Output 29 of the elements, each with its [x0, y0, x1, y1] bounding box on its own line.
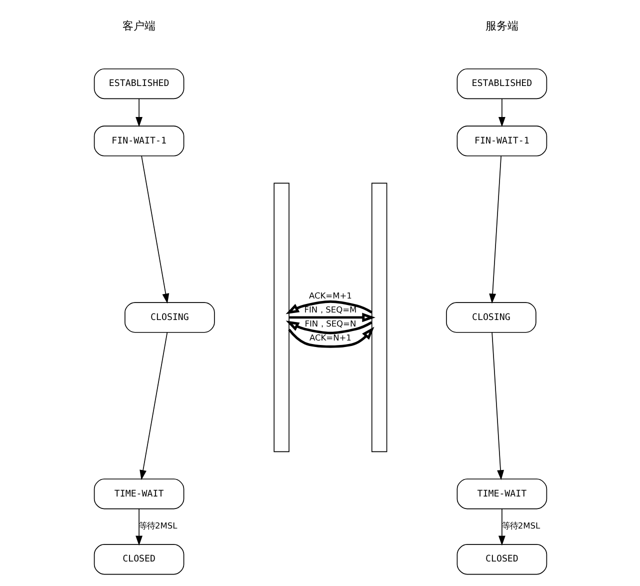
node-box: FIN-WAIT-1 — [456, 126, 547, 156]
label: 服务端 — [484, 19, 518, 32]
arrow — [285, 300, 372, 314]
edge-label: FIN，SEQ=N — [304, 318, 356, 329]
arrow — [498, 98, 505, 127]
node-box: FIN-WAIT-1 — [93, 126, 184, 156]
edge-label: ACK=M+1 — [308, 290, 352, 300]
node-box: TIME-WAIT — [456, 478, 547, 510]
edge-label: FIN，SEQ=M — [304, 304, 356, 314]
edge-label: ACK=N+1 — [308, 332, 351, 343]
node-box: ESTABLISHED — [93, 68, 184, 100]
node-bar — [370, 182, 387, 452]
arrow — [488, 156, 501, 304]
arrow — [288, 326, 374, 348]
arrow — [135, 98, 142, 127]
arrow — [498, 508, 505, 546]
node-box: CLOSED — [93, 544, 184, 575]
node-box: CLOSING — [124, 302, 214, 333]
arrow — [285, 320, 372, 334]
arrow — [139, 332, 168, 480]
label: 客户端 — [122, 19, 156, 32]
node-box: TIME-WAIT — [93, 478, 184, 510]
node-box: CLOSED — [456, 544, 547, 575]
arrow — [491, 332, 504, 480]
arrow — [140, 156, 169, 304]
arrow — [288, 312, 375, 322]
node-bar — [273, 182, 289, 452]
node-box: ESTABLISHED — [456, 68, 547, 100]
node-box: CLOSING — [446, 302, 536, 333]
